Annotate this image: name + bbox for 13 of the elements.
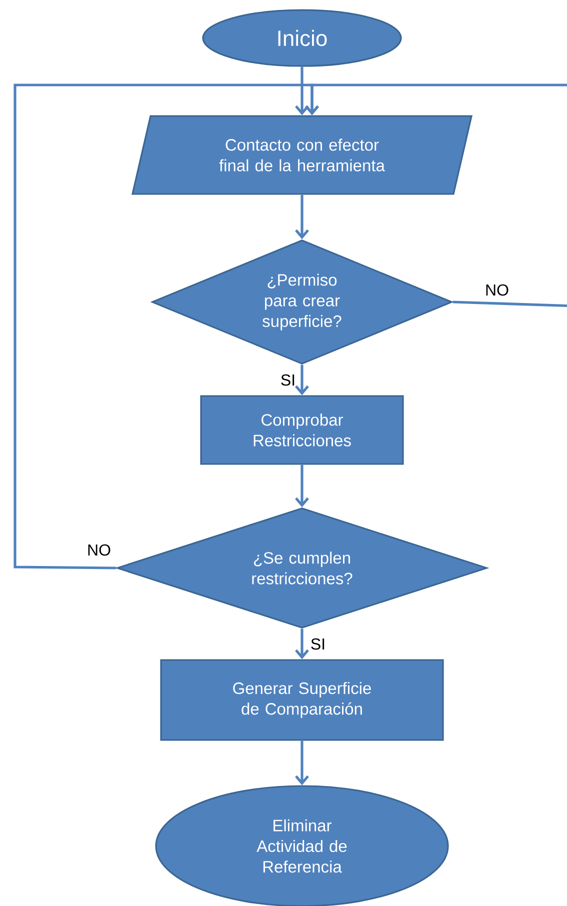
edge-label: SI <box>311 638 324 650</box>
process-box: Generar Superficie de Comparación <box>160 659 444 741</box>
arrow <box>295 464 309 508</box>
arrow <box>295 66 309 116</box>
arrow <box>295 364 309 396</box>
arrow <box>14 84 319 570</box>
arrow <box>295 628 309 660</box>
arrow <box>295 194 309 240</box>
edge-label: NO <box>88 544 110 556</box>
edge-label: NO <box>486 284 508 296</box>
process-box: Comprobar Restricciones <box>200 395 404 465</box>
arrow <box>295 740 309 786</box>
edge-label: SI <box>281 374 294 386</box>
